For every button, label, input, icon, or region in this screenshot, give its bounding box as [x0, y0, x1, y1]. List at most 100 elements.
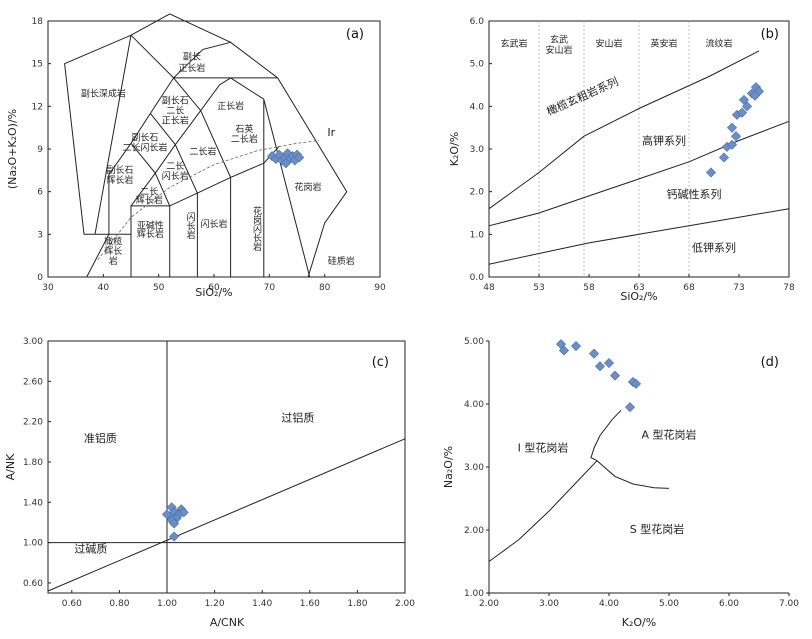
panel-c-point-10 [169, 531, 180, 542]
panel-d-region-2: S 型花岗岩 [630, 522, 684, 536]
panel-a-xtick-label-5: 80 [319, 283, 331, 293]
panel-d-xtick-label-0: 2.00 [479, 599, 499, 609]
panel-c-ytick-label-5: 2.60 [23, 377, 43, 387]
panel-a-region-4: 二长 [166, 104, 184, 116]
panel-c-xtick-label-4: 1.40 [252, 599, 272, 609]
panel-a-point-10 [294, 152, 305, 163]
panel-a-label: (a) [346, 27, 364, 42]
panel-c-xtick-label-2: 1.00 [157, 599, 177, 609]
panel-b-ytick-label-5: 5.0 [470, 60, 485, 70]
panel-a-region-23: 闪长岩 [200, 218, 227, 230]
panel-c-ylabel: A/NK [4, 453, 17, 480]
panel-a-region-10: 二长岩 [231, 133, 258, 145]
panel-b-ytick-label-3: 3.0 [470, 145, 485, 155]
panel-b-ytick-label-0: 0.0 [470, 273, 485, 283]
panel-a-region-20: 橄榄 [104, 235, 122, 247]
panel-d-xtick-label-5: 7.00 [779, 599, 799, 609]
panel-a-xlabel: SiO₂/% [195, 286, 232, 299]
panel-a-xtick-label-2: 50 [153, 283, 165, 293]
panel-b-xtick-label-1: 53 [533, 283, 544, 293]
panel-d-point-6 [609, 370, 621, 381]
panel-a-ytick-label-3: 9 [37, 145, 43, 155]
panel-d-point-1 [558, 345, 570, 356]
panel-a-region-13: 辉长岩 [106, 174, 133, 186]
panel-a-ytick-label-5: 15 [32, 60, 43, 70]
panel-c-ytick-label-1: 1.00 [23, 539, 43, 549]
panel-d-ytick-label-2: 3.00 [464, 463, 484, 473]
panel-c-ytick-label-2: 1.40 [23, 498, 43, 508]
panel-a-region-7: 副长石 [131, 131, 158, 143]
panel-a-ytick-label-0: 0 [37, 273, 43, 283]
panel-a-region-1: 副长 [183, 50, 201, 62]
panel-b-series-label-1: 高钾系列 [642, 134, 686, 148]
panel-c-points [161, 502, 189, 542]
panel-a-region-8: 二长闪长岩 [122, 141, 167, 153]
panel-c-point-9 [178, 507, 189, 518]
panel-a-region-3: 副长石 [162, 94, 189, 106]
panel-b-ylabel: K₂O/% [448, 132, 461, 166]
panel-a-xtick-label-3: 60 [208, 283, 220, 293]
panel-a-region-16: 二长 [140, 186, 158, 198]
panel-b-ytick-label-4: 4.0 [470, 102, 485, 112]
panel-b-low-k-boundary [488, 208, 790, 265]
panel-b-rock-label-3: 安山岩 [595, 38, 622, 50]
panel-a-region-15: 闪长岩 [162, 170, 189, 182]
panel-d-a-s-boundary [596, 460, 670, 489]
panel-b-xtick-label-2: 58 [583, 283, 595, 293]
panel-c-ytick-label-6: 3.00 [23, 337, 43, 347]
panel-a-xtick-label-6: 90 [374, 283, 386, 293]
panel-d-xtick-label-4: 6.00 [719, 599, 739, 609]
panel-a-region-22: 岩 [109, 255, 118, 267]
panel-a-region-19: 辉长岩 [137, 228, 164, 240]
panel-d-i-a-boundary [590, 409, 622, 462]
panel-b-region-labels: 玄武岩玄武安山岩安山岩英安岩流纹岩橄榄玄粗岩系列高钾系列钙碱性系列低钾系列 [500, 33, 736, 254]
panel-a-points [267, 148, 305, 169]
panel-b-shoshonite-boundary [488, 50, 760, 210]
panel-a-ir-label: Ir [327, 126, 335, 139]
panel-c-xtick-label-3: 1.20 [205, 599, 225, 609]
panel-a-region-14: 二长 [166, 160, 184, 172]
panel-b-rock-label-0: 玄武岩 [500, 38, 527, 50]
panel-c-xtick-label-7: 2.00 [395, 599, 415, 609]
panel-c-diagonal-line [47, 438, 406, 592]
panel-a-region-9: 石英 [235, 123, 253, 135]
panel-a-vregion-0: 闪长岩 [185, 212, 196, 240]
panel-b-high-k-boundary [488, 120, 790, 227]
panel-b-point-13 [749, 90, 761, 101]
panel-d-ytick-label-0: 1.00 [464, 589, 484, 599]
panel-d-region-0: I 型花岗岩 [518, 440, 569, 454]
panel-a-region-21: 辉长 [104, 245, 122, 257]
panel-a-xtick-label-0: 30 [42, 283, 54, 293]
panel-a-ytick-label-2: 6 [37, 188, 43, 198]
panel-b-point-3 [726, 139, 738, 150]
panel-c-region-2: 过碱质 [74, 543, 107, 556]
panel-a-field-boundaries [64, 13, 348, 278]
panel-b-point-9 [741, 101, 753, 112]
panel-b-rock-label-2: 安山岩 [545, 44, 572, 56]
panel-b-xtick-label-0: 48 [483, 283, 495, 293]
panel-b-series-label-2: 钙碱性系列 [667, 187, 722, 201]
panel-a-region-6: 正长岩 [217, 100, 244, 112]
panel-a-ir-curve [97, 140, 320, 261]
panel-d-point-5 [603, 358, 615, 369]
panel-b-xtick-label-4: 68 [683, 283, 695, 293]
panel-b-xtick-label-6: 78 [783, 283, 795, 293]
panel-c-xtick-label-6: 1.80 [347, 599, 367, 609]
panel-c-point-8 [161, 509, 173, 520]
panel-a-region-17: 辉长岩 [136, 194, 163, 206]
panel-d-ylabel: Na₂O/% [442, 446, 455, 488]
panel-b-rock-label-5: 流纹岩 [705, 38, 732, 50]
panel-b-series-label-0: 橄榄玄粗岩系列 [544, 74, 620, 118]
panel-b-rock-label-4: 英安岩 [650, 38, 677, 50]
panel-d-ytick-label-1: 2.00 [464, 526, 484, 536]
panel-b-ytick-label-6: 6.0 [470, 17, 485, 27]
panel-d-point-8 [630, 378, 642, 389]
panel-d-point-9 [624, 402, 636, 413]
